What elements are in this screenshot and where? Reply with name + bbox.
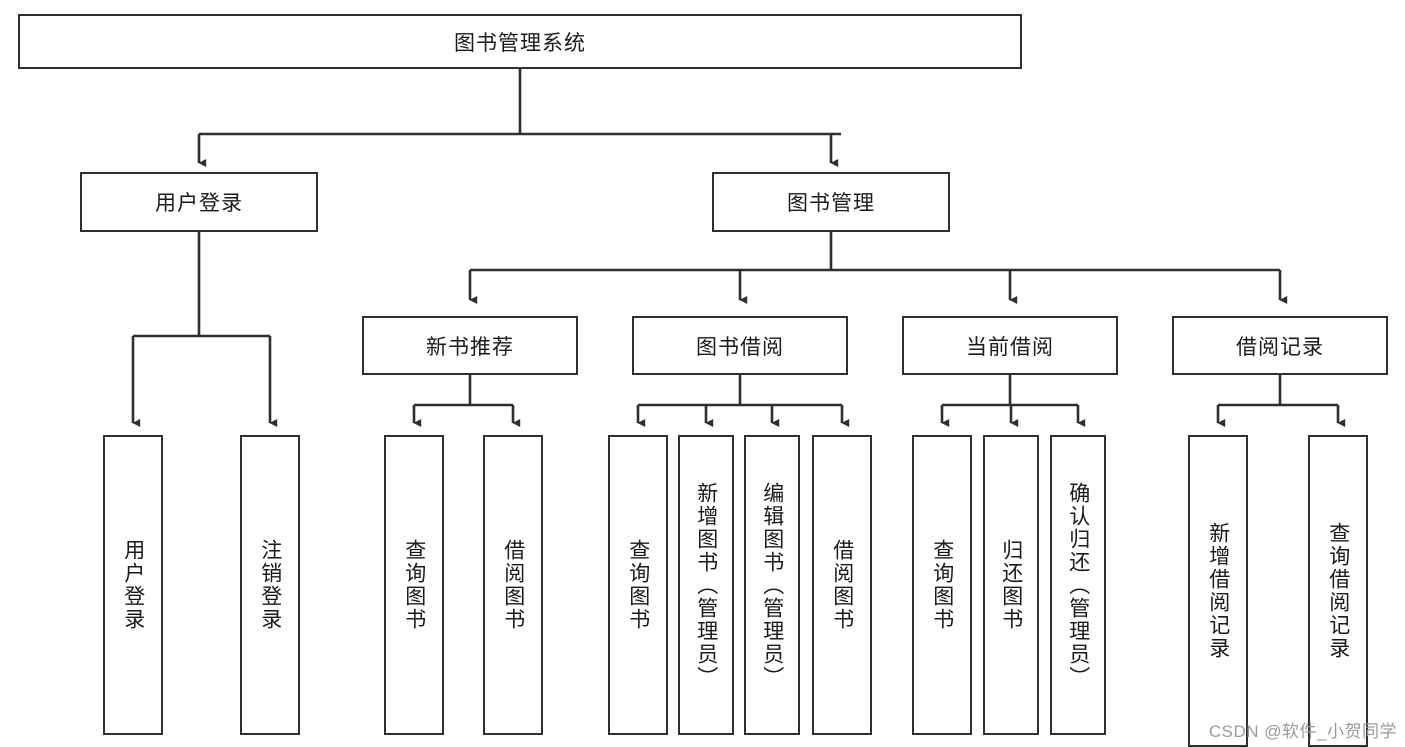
leaf-newbook-query-book-label: 查询图书 [402,539,426,631]
leaf-user-login-label: 用户登录 [121,539,145,631]
node-book-management-label: 图书管理 [787,192,875,215]
node-book-management[interactable]: 图书管理 [712,172,950,232]
node-borrow-record-label: 借阅记录 [1236,335,1324,359]
leaf-query-borrow-record[interactable]: 查询借阅记录 [1308,435,1368,747]
node-root[interactable]: 图书管理系统 [18,14,1022,69]
leaf-logout[interactable]: 注销登录 [240,435,300,735]
leaf-add-borrow-record[interactable]: 新增借阅记录 [1188,435,1248,747]
node-book-borrow-label: 图书借阅 [696,335,784,359]
leaf-current-query-book-label: 查询图书 [930,539,954,631]
node-root-label: 图书管理系统 [454,31,586,55]
csdn-watermark: CSDN @软件_小贺同学 [1208,722,1397,741]
leaf-add-book-admin-label: 新增图书（管理员） [694,481,718,689]
leaf-edit-book-admin-label: 编辑图书（管理员） [760,481,784,689]
leaf-current-query-book[interactable]: 查询图书 [912,435,972,735]
node-user-login[interactable]: 用户登录 [80,172,318,232]
leaf-return-book-label: 归还图书 [999,539,1023,631]
node-current-borrow[interactable]: 当前借阅 [902,316,1118,375]
leaf-confirm-return-admin[interactable]: 确认归还（管理员） [1050,435,1106,735]
leaf-newbook-borrow-book-label: 借阅图书 [501,539,525,631]
leaf-add-borrow-record-label: 新增借阅记录 [1206,522,1230,660]
node-book-borrow[interactable]: 图书借阅 [632,316,848,375]
node-new-book-recommend[interactable]: 新书推荐 [362,316,578,375]
leaf-borrow-lend-book[interactable]: 借阅图书 [812,435,872,735]
leaf-confirm-return-admin-label: 确认归还（管理员） [1066,481,1090,689]
leaf-logout-label: 注销登录 [258,539,282,631]
leaf-borrow-lend-book-label: 借阅图书 [830,539,854,631]
leaf-newbook-borrow-book[interactable]: 借阅图书 [483,435,543,735]
leaf-query-borrow-record-label: 查询借阅记录 [1326,522,1350,660]
node-user-login-label: 用户登录 [155,192,243,215]
leaf-add-book-admin[interactable]: 新增图书（管理员） [678,435,734,735]
leaf-user-login[interactable]: 用户登录 [103,435,163,735]
node-current-borrow-label: 当前借阅 [966,335,1054,359]
leaf-return-book[interactable]: 归还图书 [983,435,1039,735]
leaf-newbook-query-book[interactable]: 查询图书 [384,435,444,735]
node-new-book-recommend-label: 新书推荐 [426,335,514,359]
node-borrow-record[interactable]: 借阅记录 [1172,316,1388,375]
leaf-borrow-query-book[interactable]: 查询图书 [608,435,668,735]
leaf-edit-book-admin[interactable]: 编辑图书（管理员） [744,435,800,735]
leaf-borrow-query-book-label: 查询图书 [626,539,650,631]
